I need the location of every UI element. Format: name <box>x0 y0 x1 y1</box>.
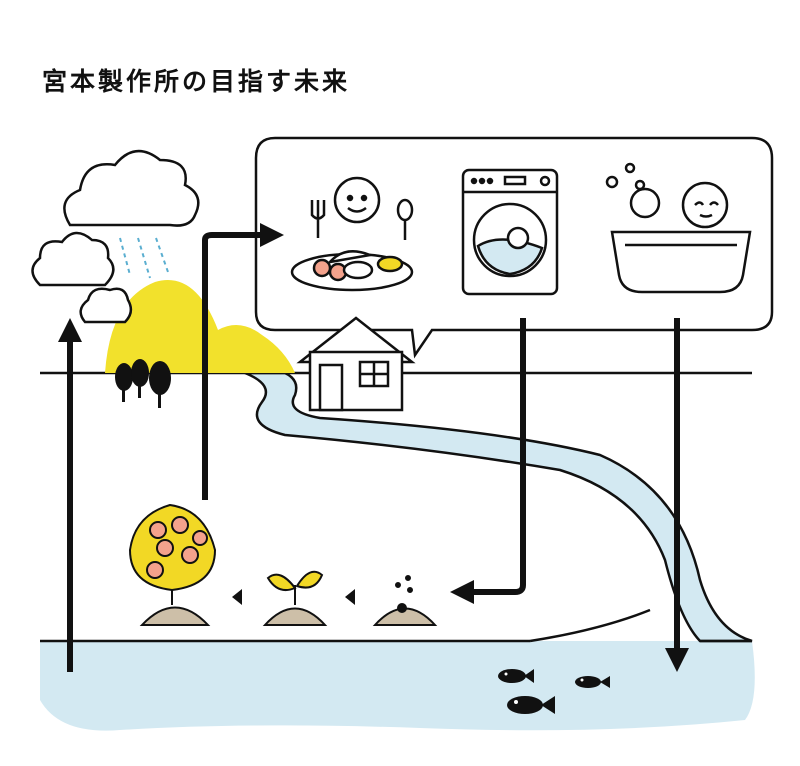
bath-icon <box>605 162 752 294</box>
arrow-icon <box>58 223 689 672</box>
tree-icon <box>115 359 171 408</box>
cloud-icon <box>31 150 200 324</box>
meal-icon <box>290 176 414 292</box>
stage-arrow <box>232 589 355 605</box>
washing-machine-icon <box>461 168 559 296</box>
fruit-tree-icon <box>128 503 217 626</box>
house-icon <box>296 316 416 412</box>
fish-icon <box>498 669 610 714</box>
diagram-title: 宮本製作所の目指す未来 <box>42 67 351 96</box>
sprout-icon <box>262 570 328 626</box>
rain-icon <box>119 237 169 279</box>
hill-icon <box>105 280 295 373</box>
groundwater <box>40 641 755 731</box>
seed-icon <box>372 575 438 626</box>
